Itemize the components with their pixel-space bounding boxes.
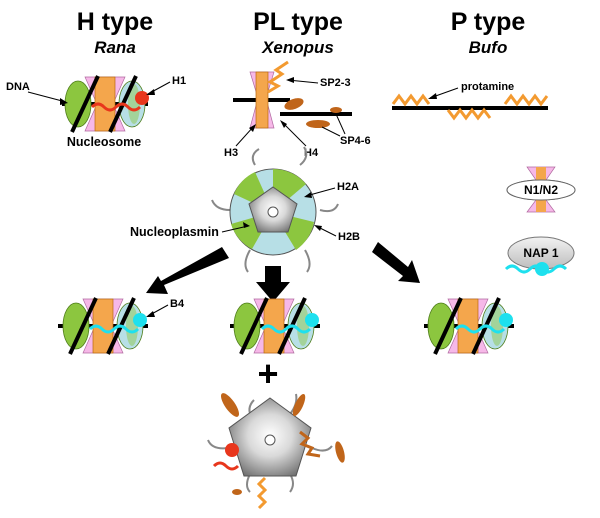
nucleoplasmin-label: Nucleoplasmin [130,225,219,239]
header-pl-type: PL type Xenopus [253,8,343,57]
column-type-label: H type [77,8,154,36]
b4-nucleosome-left [58,297,148,355]
arrow-left [146,247,229,294]
nucleoplasmin-complex [211,146,339,273]
b4-label: B4 [170,298,185,310]
column-species-label: Bufo [469,38,508,57]
sperm-protein [232,489,242,495]
h2a-label: H2A [337,181,359,193]
legend-n1n2: N1/N2 [506,166,576,213]
sp2-3-fragment [299,430,321,458]
sperm-protein [306,120,330,128]
protamine-fiber [446,107,492,121]
dna-label: DNA [6,81,30,93]
sp2-3-label: SP2-3 [320,77,351,89]
b4-nucleosome-center [230,297,320,355]
sperm-protein [292,393,306,417]
h1-globular [225,443,239,457]
protamine-fiber [391,93,431,107]
h1-globular [135,91,149,105]
protamine-fiber [503,93,549,107]
sperm-protein [220,393,240,417]
h2b-label: H2B [338,231,360,243]
sp4-6-label: SP4-6 [340,135,371,147]
h3-histone [255,71,269,129]
h1-label: H1 [172,75,186,87]
column-species-label: Xenopus [261,38,334,57]
b4-globular [535,262,549,276]
protamine-label: protamine [461,81,514,93]
sperm-protein [335,441,345,463]
column-type-label: PL type [253,8,343,36]
sp2-3-protein [267,60,289,94]
arrow-right [372,242,420,283]
legend-nap1: NAP 1 [504,236,575,276]
h1-tail [212,461,240,471]
sperm-protein [330,107,342,113]
pl-type-complex [233,60,352,129]
p-type-protamine-dna [391,93,549,121]
arrow-down [256,266,290,302]
h-type-nucleosome [62,75,149,133]
plus-sign: + [257,353,278,394]
nap1-label: NAP 1 [523,246,558,260]
h3-label: H3 [224,147,238,159]
sperm-protein [284,98,304,110]
nucleosome-label: Nucleosome [67,135,141,149]
n1n2-label: N1/N2 [524,183,558,197]
b4-nucleosome-right [424,297,514,355]
protamine-fragment [256,476,268,510]
header-p-type: P type Bufo [451,8,526,57]
header-h-type: H type Rana [77,8,154,57]
column-type-label: P type [451,8,526,36]
nucleoplasmin-with-sperm-proteins [207,393,345,510]
column-species-label: Rana [94,38,136,57]
h1-tail [90,102,142,112]
h4-label: H4 [304,147,319,159]
